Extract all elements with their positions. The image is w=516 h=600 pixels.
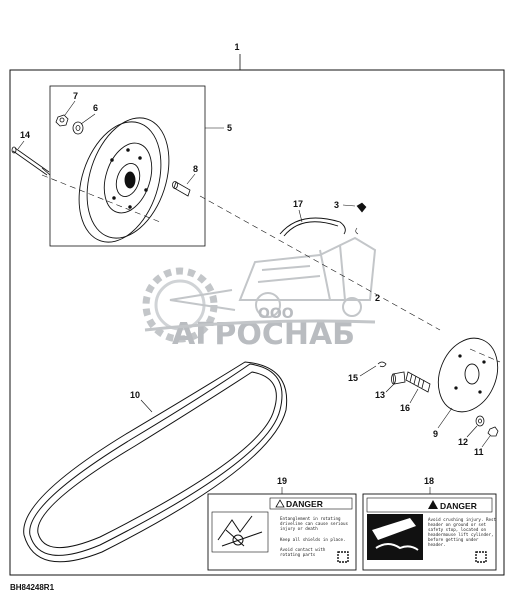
drive-pulley-part [78,117,170,243]
nut-part [55,114,69,127]
decal-right-line-2: header on ground or set [428,522,486,527]
figure-reference: BH84248R1 [10,583,55,592]
decal-left-line-2: driveline can cause serious [280,521,349,526]
snap-clip-part [377,361,387,368]
callout-6: 6 [93,103,98,113]
watermark-gear-icon [142,267,218,343]
washer-part [72,121,84,135]
bushing-part [391,371,406,385]
callout-9: 9 [433,429,438,439]
pin-part [172,181,191,197]
decal-left-line-4: Keep all shields in place. [280,537,346,542]
callout-2: 2 [375,293,380,303]
assembly-centerline [41,174,501,363]
callout-16: 16 [400,403,410,413]
idler-plate-part [437,337,499,413]
drive-belt-part [23,361,288,563]
callout-5: 5 [227,123,232,133]
decal-right-line-1: Avoid crushing injury. Rest [428,517,497,522]
decal-left-line-5: Avoid contact with [280,547,326,552]
warning-triangle-icon [428,500,438,509]
small-locknut-part [487,426,499,437]
decal-left-line-6: rotating parts [280,552,316,557]
callout-7: 7 [73,91,78,101]
decal-right-line-3: safety stop, located on [428,527,486,532]
spring-clip-part [279,217,346,237]
small-nut-part [355,202,367,235]
decal-left-line-1: Entanglement in rotating [280,516,341,521]
small-washer-part [475,415,485,427]
inset-frame [49,85,206,247]
bolt-part [11,146,51,176]
qr-code-icon [475,551,487,563]
callout-3: 3 [334,200,339,210]
threaded-shaft-part [405,371,431,393]
watermark: ООО АГРОСНАБ [142,236,377,352]
decal-entanglement: DANGER Entanglement in rotating drivelin… [207,493,357,571]
callout-1: 1 [234,42,239,52]
qr-code-icon [337,551,349,563]
callout-11: 11 [474,447,484,457]
callout-10: 10 [130,390,140,400]
callout-15: 15 [348,373,358,383]
callout-13: 13 [375,390,385,400]
warning-triangle-icon [275,499,285,508]
decal-right-line-5: before getting under [428,537,479,542]
watermark-prefix: ООО [258,306,294,322]
decal-right-line-4: headermouse lift cylinder, [428,532,494,537]
outer-frame [9,69,505,576]
decal-right-title: DANGER [440,501,477,511]
decal-left-line-3: injury or death [280,526,318,531]
decal-right-line-6: header. [428,542,446,547]
entanglement-pictogram-icon [211,511,269,553]
decal-crushing: DANGER Avoid crushing injury. Rest heade… [362,493,497,571]
crushing-pictogram-icon [367,514,423,560]
decal-left-title: DANGER [286,499,323,509]
callout-19: 19 [277,476,287,486]
watermark-combine-icon [169,236,377,318]
callout-17: 17 [293,199,303,209]
callout-8: 8 [193,164,198,174]
callout-12: 12 [458,437,468,447]
callout-18: 18 [424,476,434,486]
callout-14: 14 [20,130,30,140]
